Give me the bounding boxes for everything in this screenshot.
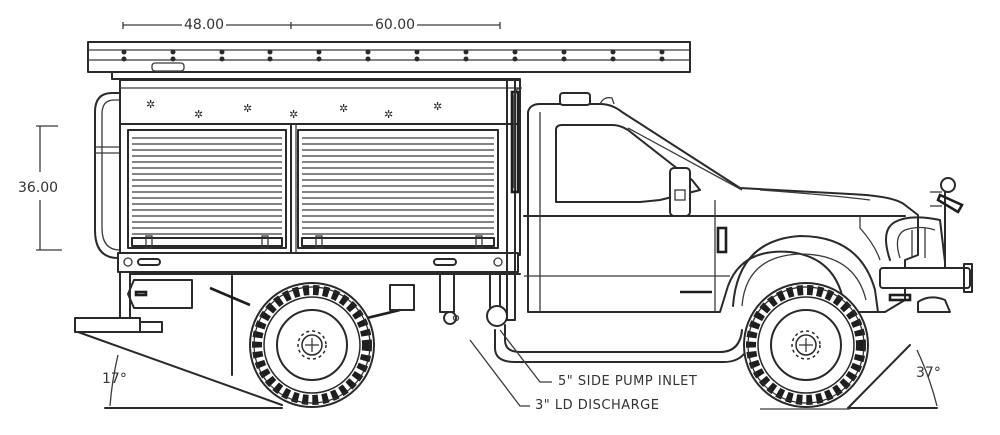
approach-angle-lines: [760, 344, 938, 410]
svg-text:✲: ✲: [384, 108, 393, 121]
utility-body: ✲ ✲ ✲ ✲ ✲ ✲ ✲: [94, 79, 521, 259]
dimension-rear-compartment-width: 48.00: [182, 17, 227, 33]
svg-text:✲: ✲: [243, 102, 252, 115]
cab: [523, 92, 919, 313]
callout-leaders: [469, 329, 552, 407]
rear-cab-column: [506, 79, 523, 321]
dimension-front-compartment-width: 60.00: [373, 17, 418, 33]
bed-sill: [117, 252, 519, 273]
top-dimension-lines: [122, 22, 501, 29]
pump-plumbing: [494, 324, 753, 363]
roll-up-door-rear: [127, 129, 287, 249]
front-bumper: [879, 177, 973, 313]
callout-ld-discharge: 3" LD DISCHARGE: [535, 398, 660, 413]
departure-angle-lines: [77, 331, 283, 409]
departure-angle-label: 17°: [102, 371, 127, 387]
svg-text:✲: ✲: [339, 102, 348, 115]
height-dimension-line: [36, 125, 62, 251]
rear-wheel: [249, 282, 375, 408]
svg-text:✲: ✲: [194, 108, 203, 121]
dimension-compartment-height: 36.00: [16, 180, 61, 196]
svg-text:✲: ✲: [146, 98, 155, 111]
approach-angle-label: 37°: [916, 365, 941, 381]
svg-text:✲: ✲: [433, 100, 442, 113]
front-wheel: [743, 282, 869, 408]
roll-up-door-front: [297, 129, 499, 249]
underbody: [74, 271, 521, 376]
svg-text:✲: ✲: [289, 108, 298, 121]
ladder-rack: [87, 41, 691, 80]
callout-side-pump-inlet: 5" SIDE PUMP INLET: [558, 374, 698, 389]
